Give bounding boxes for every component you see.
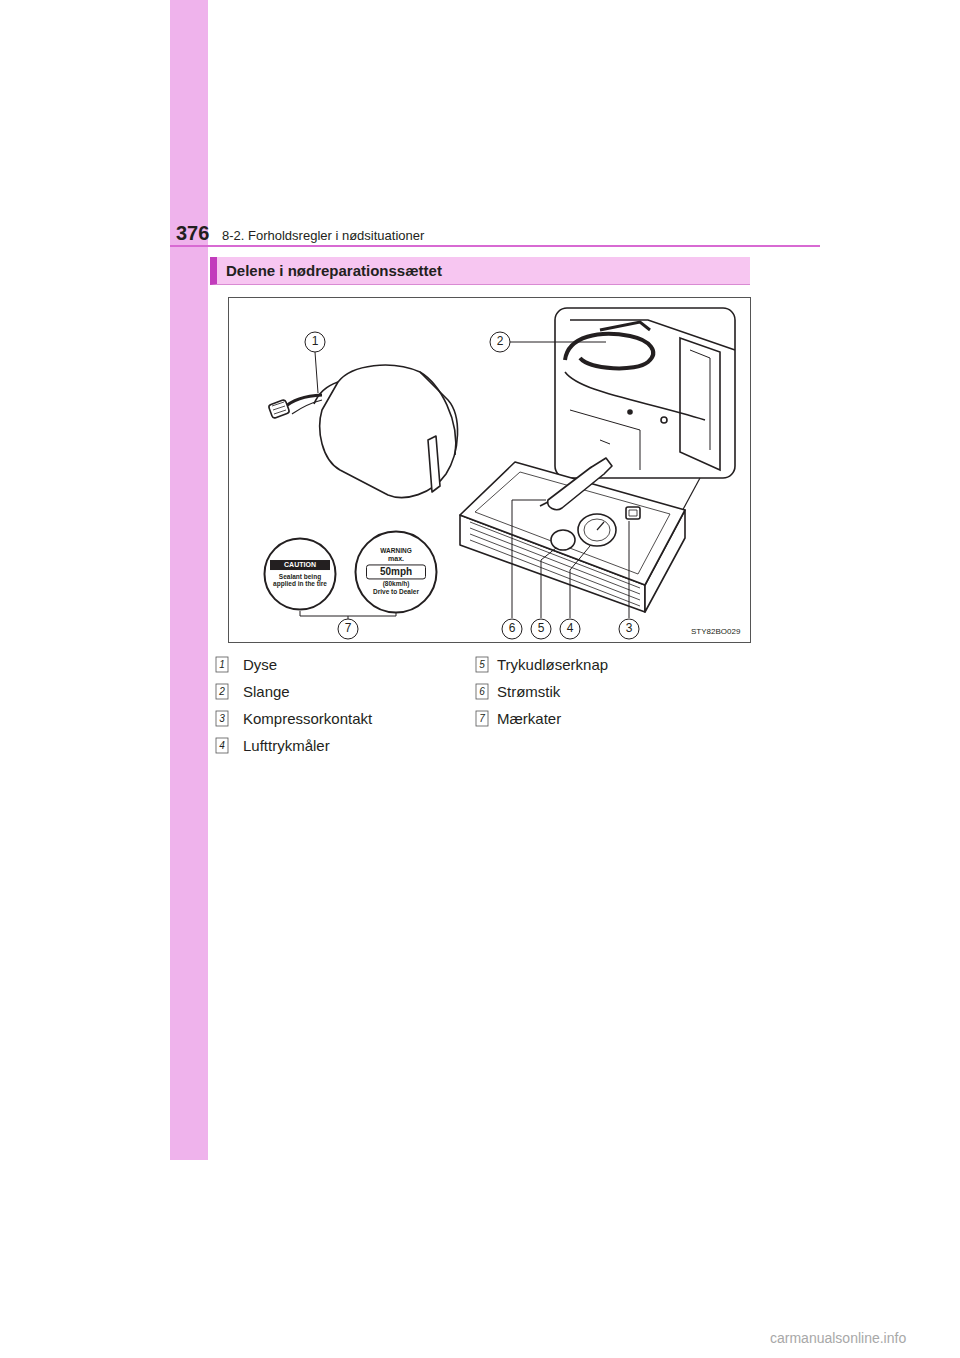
part-name: Dyse bbox=[243, 656, 277, 673]
bottle-clip bbox=[428, 436, 440, 492]
nozzle-cap bbox=[268, 399, 290, 418]
power-plug bbox=[548, 466, 604, 509]
leader-lines bbox=[300, 342, 629, 619]
part-name: Lufttrykmåler bbox=[243, 737, 330, 754]
list-marker-box bbox=[216, 684, 228, 699]
callout-circle bbox=[560, 619, 580, 639]
callout-number: 2 bbox=[497, 335, 504, 349]
list-marker-box bbox=[476, 711, 488, 726]
list-marker: 1 bbox=[219, 659, 225, 671]
inset-lid bbox=[690, 350, 710, 450]
part-name: Trykudløserknap bbox=[497, 656, 608, 673]
hose-inset bbox=[555, 308, 735, 478]
callout-number: 6 bbox=[509, 622, 516, 636]
callout-circle bbox=[305, 332, 325, 352]
part-name: Slange bbox=[243, 683, 290, 700]
sticker-text: max. bbox=[366, 556, 426, 564]
callout-circle bbox=[490, 332, 510, 352]
list-marker: 4 bbox=[219, 740, 225, 752]
sticker-text: WARNING bbox=[366, 547, 426, 554]
nozzle-grip bbox=[272, 402, 286, 414]
sticker-text: (80km/h) bbox=[366, 580, 426, 587]
list-marker-box bbox=[216, 657, 228, 672]
nozzle-hose bbox=[292, 400, 322, 414]
sticker-text: Drive to Dealer bbox=[366, 588, 426, 595]
leader-line bbox=[541, 548, 556, 618]
gauge-needle bbox=[597, 522, 604, 530]
hose-end bbox=[600, 322, 650, 330]
part-name: Kompressorkontakt bbox=[243, 710, 372, 727]
inset-screw bbox=[628, 410, 632, 414]
callout-number: 1 bbox=[312, 335, 319, 349]
section-title: Delene i nødreparationssættet bbox=[217, 257, 750, 285]
part-name: Mærkater bbox=[497, 710, 561, 727]
callout-circle bbox=[502, 619, 522, 639]
leader-line bbox=[315, 352, 318, 393]
callout-circle bbox=[619, 619, 639, 639]
sticker-text: CAUTION bbox=[270, 560, 330, 570]
list-marker-box bbox=[216, 711, 228, 726]
inset-frame bbox=[555, 308, 735, 478]
leader-line bbox=[510, 342, 606, 343]
sticker-text: 50mph bbox=[366, 564, 426, 579]
leader-line bbox=[629, 521, 630, 618]
callout-circle bbox=[531, 619, 551, 639]
list-marker: 6 bbox=[479, 686, 485, 698]
inset-case-edge bbox=[565, 372, 705, 420]
inset-lid bbox=[680, 338, 720, 470]
section-title-band: Delene i nødreparationssættet bbox=[210, 257, 750, 285]
list-marker-box bbox=[476, 684, 488, 699]
pressure-gauge-dial bbox=[584, 519, 610, 541]
chapter-header: 8-2. Forholdsregler i nødsituationer bbox=[222, 229, 424, 244]
part-name: Strømstik bbox=[497, 683, 560, 700]
sticker-outline bbox=[265, 539, 336, 610]
compressor bbox=[460, 458, 685, 612]
sticker-text: Sealant being applied in the tire bbox=[270, 573, 330, 587]
sticker-outline bbox=[356, 532, 437, 613]
list-marker: 2 bbox=[219, 686, 225, 698]
callout-number: 7 bbox=[345, 622, 352, 636]
sticker-text-group: WARNING max.50mph(80km/h)Drive to Dealer bbox=[366, 547, 426, 596]
power-plug-tip bbox=[590, 458, 612, 474]
watermark: carmanualsonline.info bbox=[770, 1330, 906, 1346]
header-rule bbox=[170, 245, 820, 247]
list-marker: 5 bbox=[479, 659, 485, 671]
callout-number: 5 bbox=[538, 622, 545, 636]
bottle-body bbox=[320, 365, 458, 497]
figure-code: STY82BO029 bbox=[691, 627, 740, 636]
list-marker: 7 bbox=[479, 713, 485, 725]
pressure-gauge bbox=[578, 514, 616, 546]
bottle-edge bbox=[420, 372, 456, 455]
page-number: 376 bbox=[176, 222, 209, 245]
hose-loop bbox=[565, 334, 653, 369]
side-strip bbox=[170, 0, 208, 1160]
callout-circles bbox=[305, 332, 639, 639]
sealant-bottle bbox=[268, 365, 457, 497]
compressor-switch bbox=[629, 510, 637, 516]
release-button bbox=[551, 530, 575, 550]
callout-number: 3 bbox=[626, 622, 633, 636]
callout-number: 4 bbox=[567, 622, 574, 636]
sticker-circle: CAUTION Sealant being applied in the tire bbox=[263, 537, 337, 611]
inset-screw bbox=[661, 417, 667, 423]
sticker-text-group: CAUTION Sealant being applied in the tire bbox=[270, 560, 330, 588]
leader-line bbox=[570, 546, 590, 618]
callout-circle bbox=[338, 619, 358, 639]
compressor-switch bbox=[626, 507, 640, 519]
sticker-bracket bbox=[300, 611, 396, 619]
illustration-frame bbox=[229, 298, 751, 643]
list-marker-box bbox=[216, 738, 228, 753]
list-marker-box bbox=[476, 657, 488, 672]
sticker-circle: WARNING max.50mph(80km/h)Drive to Dealer bbox=[354, 530, 438, 614]
power-plug-cord bbox=[540, 502, 548, 506]
list-marker: 3 bbox=[219, 713, 225, 725]
